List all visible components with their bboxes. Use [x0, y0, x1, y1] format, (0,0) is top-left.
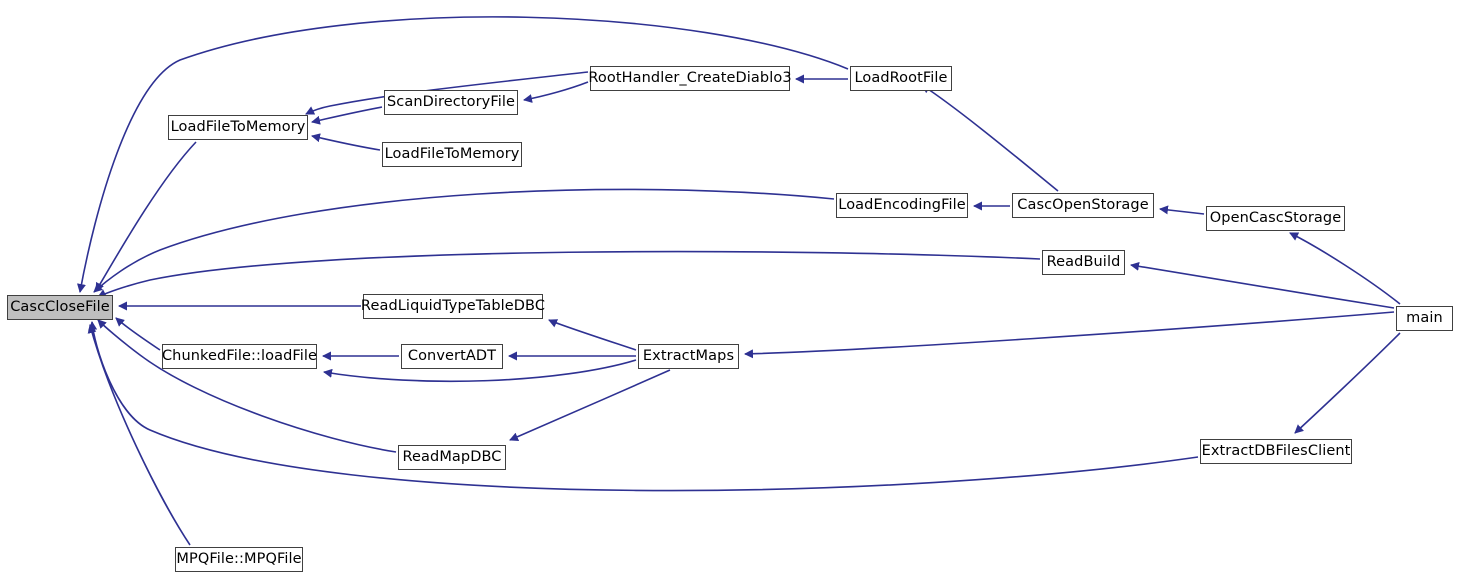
graph-node-label: MPQFile::MPQFile: [176, 551, 302, 568]
graph-node-readmapdbc[interactable]: ReadMapDBC: [398, 445, 506, 470]
graph-edge: [1159, 205, 1205, 215]
graph-edge: [1289, 232, 1401, 305]
graph-edge: [1294, 332, 1401, 434]
graph-node-readliquidtypetabledbc[interactable]: ReadLiquidTypeTableDBC: [361, 294, 545, 319]
graph-node-loadfiletomemory[interactable]: LoadFileToMemory: [168, 115, 308, 140]
graph-node-label: RootHandler_CreateDiablo3: [588, 70, 792, 87]
graph-node-label: ReadBuild: [1046, 254, 1121, 271]
graph-edge: [1130, 261, 1395, 309]
graph-node-cascclosefile[interactable]: CascCloseFile: [7, 295, 113, 320]
graph-node-label: LoadEncodingFile: [838, 197, 966, 214]
graph-node-loadfiletomemory2[interactable]: LoadFileToMemory: [382, 142, 522, 167]
graph-node-label: ReadLiquidTypeTableDBC: [360, 298, 546, 315]
graph-node-extractdbfilesclient[interactable]: ExtractDBFilesClient: [1200, 439, 1352, 464]
graph-node-label: ConvertADT: [407, 348, 497, 365]
graph-node-label: LoadFileToMemory: [170, 119, 306, 136]
graph-node-extractmaps[interactable]: ExtractMaps: [638, 344, 739, 369]
graph-edge: [95, 141, 197, 292]
graph-node-label: CascCloseFile: [10, 299, 110, 316]
graph-edge: [115, 317, 161, 351]
graph-node-loadrootfile[interactable]: LoadRootFile: [850, 66, 952, 91]
graph-node-label: main: [1406, 310, 1443, 327]
graph-node-readbuild[interactable]: ReadBuild: [1042, 250, 1125, 275]
graph-edge: [93, 188, 835, 293]
graph-node-label: ScanDirectoryFile: [386, 94, 516, 111]
graph-node-convertadt[interactable]: ConvertADT: [401, 344, 503, 369]
graph-node-roothandler-creatediablo3[interactable]: RootHandler_CreateDiablo3: [588, 66, 792, 91]
graph-node-cascopenstorage[interactable]: CascOpenStorage: [1012, 193, 1154, 218]
graph-edge: [97, 250, 1041, 298]
graph-node-loadencodingfile[interactable]: LoadEncodingFile: [836, 193, 968, 218]
graph-edge: [311, 133, 381, 151]
graph-node-label: LoadFileToMemory: [384, 146, 520, 163]
graph-node-label: CascOpenStorage: [1017, 197, 1149, 214]
graph-node-label: ExtractMaps: [642, 348, 735, 365]
graph-node-label: ExtractDBFilesClient: [1201, 443, 1351, 460]
graph-edge: [523, 81, 589, 103]
graph-edge: [509, 369, 671, 441]
graph-node-mpqfile-mpqfile[interactable]: MPQFile::MPQFile: [175, 547, 303, 572]
graph-edge: [921, 84, 1059, 192]
graph-node-main[interactable]: main: [1396, 306, 1453, 331]
graph-edge: [744, 311, 1395, 359]
graph-edge: [311, 106, 383, 125]
graph-node-label: ReadMapDBC: [402, 449, 502, 466]
graph-edge: [97, 319, 397, 453]
graph-edge: [548, 319, 637, 351]
graph-node-label: OpenCascStorage: [1209, 210, 1342, 227]
graph-node-opencascstorage[interactable]: OpenCascStorage: [1206, 206, 1345, 231]
graph-node-label: LoadRootFile: [854, 70, 948, 87]
graph-node-label: ChunkedFile::loadFile: [161, 348, 318, 365]
graph-node-chunkedfile-loadfile[interactable]: ChunkedFile::loadFile: [162, 344, 317, 369]
graph-node-scandirectoryfile[interactable]: ScanDirectoryFile: [384, 90, 518, 115]
